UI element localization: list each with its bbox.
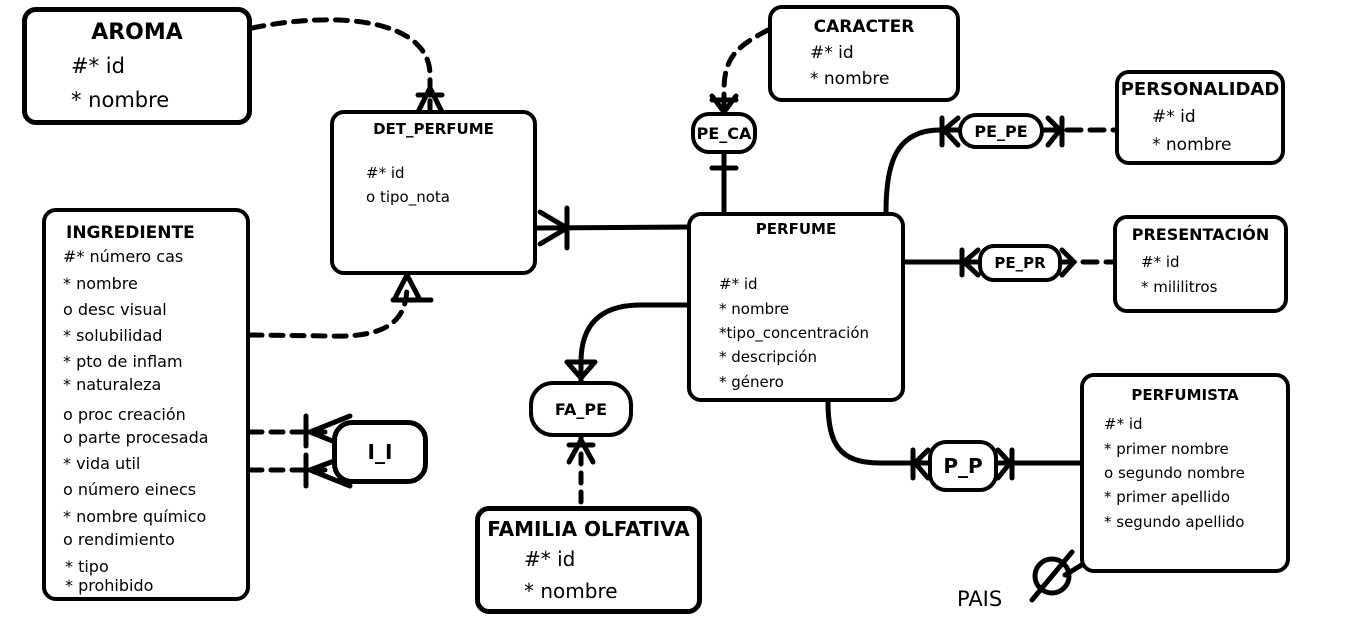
crowfoot-p-p-left [910, 447, 931, 481]
entity-personalidad[interactable]: PERSONALIDAD #* id * nombre [1115, 70, 1285, 165]
relationship-pe-pe[interactable]: PE_PE [958, 113, 1044, 149]
entity-personalidad-title: PERSONALIDAD [1120, 79, 1280, 100]
crowfoot-det-perfume-ingrediente [390, 272, 434, 303]
entity-perfume-attr-3: * descripción [719, 348, 818, 366]
entity-ingrediente-attr-3: * solubilidad [63, 326, 163, 345]
relationship-pe-ca[interactable]: PE_CA [691, 112, 757, 154]
line-perfume-p-p [825, 399, 933, 466]
entity-perfumista-attr-2: o segundo nombre [1104, 464, 1245, 482]
entity-perfume-attr-1: * nombre [719, 300, 790, 318]
entity-perfume-title: PERFUME [755, 220, 837, 238]
entity-det-perfume-attr-1: o tipo_nota [366, 188, 450, 206]
crowfoot-pe-pr-left [959, 247, 981, 278]
crowfoot-p-p-right [995, 447, 1015, 481]
line-perfume-fa-pe [578, 302, 693, 385]
entity-caracter-title: CARACTER [813, 17, 915, 37]
entity-perfumista-attr-4: * segundo apellido [1104, 513, 1245, 531]
entity-personalidad-attr-1: * nombre [1152, 135, 1232, 155]
crowfoot-pe-pe-right [1045, 115, 1065, 148]
entity-perfumista-attr-0: #* id [1104, 415, 1143, 433]
entity-personalidad-attr-0: #* id [1152, 107, 1196, 127]
entity-presentacion[interactable]: PRESENTACIÓN #* id * mililitros [1113, 215, 1288, 313]
entity-ingrediente-attr-13: * prohibido [65, 576, 154, 595]
crowfoot-pe-pr-right [1059, 247, 1078, 278]
entity-ingrediente-title: INGREDIENTE [66, 223, 195, 243]
entity-familia-olfativa[interactable]: FAMILIA OLFATIVA #* id * nombre [475, 506, 702, 614]
entity-aroma-title: AROMA [91, 20, 183, 45]
entity-ingrediente[interactable]: INGREDIENTE #* número cas * nombre o des… [42, 208, 250, 601]
line-ingrediente-det-perfume [247, 282, 410, 339]
entity-ingrediente-attr-12: * tipo [65, 557, 109, 576]
entity-perfume[interactable]: PERFUME #* id * nombre *tipo_concentraci… [687, 212, 905, 402]
relationship-p-p[interactable]: P_P [928, 440, 998, 492]
crowfoot-fa-pe-bottom [566, 437, 596, 465]
entity-aroma-attr-0: #* id [71, 54, 125, 78]
entity-perfume-attr-4: * género [719, 373, 784, 391]
entity-ingrediente-attr-5: * naturaleza [63, 375, 162, 394]
line-perfume-pe-pe [883, 127, 961, 215]
entity-familia-olfativa-attr-0: #* id [524, 547, 576, 571]
entity-familia-olfativa-title: FAMILIA OLFATIVA [487, 517, 690, 541]
entity-aroma-attr-1: * nombre [71, 88, 170, 112]
line-caracter-pe-ca [721, 27, 771, 115]
entity-perfumista-attr-1: * primer nombre [1104, 440, 1229, 458]
entity-perfumista-title: PERFUMISTA [1131, 386, 1239, 404]
entity-ingrediente-attr-8: * vida util [63, 454, 141, 473]
entity-presentacion-title: PRESENTACIÓN [1131, 225, 1270, 244]
entity-perfumista[interactable]: PERFUMISTA #* id * primer nombre o segun… [1080, 373, 1290, 573]
crowfoot-pe-pe-left [939, 115, 961, 148]
entity-perfumista-attr-3: * primer apellido [1104, 488, 1231, 506]
label-pais: PAIS [957, 587, 1003, 611]
entity-caracter-attr-0: #* id [810, 43, 854, 63]
relationship-pe-pr[interactable]: PE_PR [978, 244, 1062, 282]
line-aroma-det-perfume [249, 17, 433, 113]
entity-perfume-attr-2: *tipo_concentración [719, 324, 869, 342]
arc-slash-pais [1029, 549, 1075, 603]
entity-ingrediente-attr-2: o desc visual [63, 300, 167, 319]
entity-presentacion-attr-1: * mililitros [1141, 278, 1218, 296]
entity-ingrediente-attr-11: o rendimiento [63, 530, 175, 549]
entity-ingrediente-attr-0: #* número cas [63, 247, 184, 266]
entity-perfume-attr-0: #* id [719, 275, 758, 293]
entity-ingrediente-attr-1: * nombre [63, 274, 138, 293]
entity-presentacion-attr-0: #* id [1141, 253, 1180, 271]
line-det-perfume-perfume [534, 224, 693, 231]
entity-caracter[interactable]: CARACTER #* id * nombre [768, 5, 960, 102]
entity-ingrediente-attr-10: * nombre químico [63, 507, 207, 526]
entity-det-perfume-attr-0: #* id [366, 164, 405, 182]
entity-det-perfume-title: DET_PERFUME [373, 120, 494, 138]
entity-ingrediente-attr-7: o parte procesada [63, 428, 209, 447]
arc-symbol-pais [1032, 556, 1072, 596]
entity-ingrediente-attr-4: * pto de inflam [63, 352, 183, 371]
entity-caracter-attr-1: * nombre [810, 69, 890, 89]
relationship-fa-pe[interactable]: FA_PE [529, 381, 633, 437]
entity-det-perfume[interactable]: DET_PERFUME #* id o tipo_nota [330, 110, 537, 275]
entity-ingrediente-attr-9: o número einecs [63, 480, 197, 499]
crowfoot-fa-pe-top [564, 359, 598, 381]
entity-aroma[interactable]: AROMA #* id * nombre [22, 7, 252, 125]
crowfoot-pe-ca-top [709, 93, 739, 115]
entity-ingrediente-attr-6: o proc creación [63, 405, 186, 424]
crowfoot-det-perfume-perfume [537, 205, 572, 251]
relationship-i-i[interactable]: I_I [332, 420, 428, 484]
crowfoot-det-perfume-aroma [415, 85, 445, 115]
entity-familia-olfativa-attr-1: * nombre [524, 579, 618, 603]
